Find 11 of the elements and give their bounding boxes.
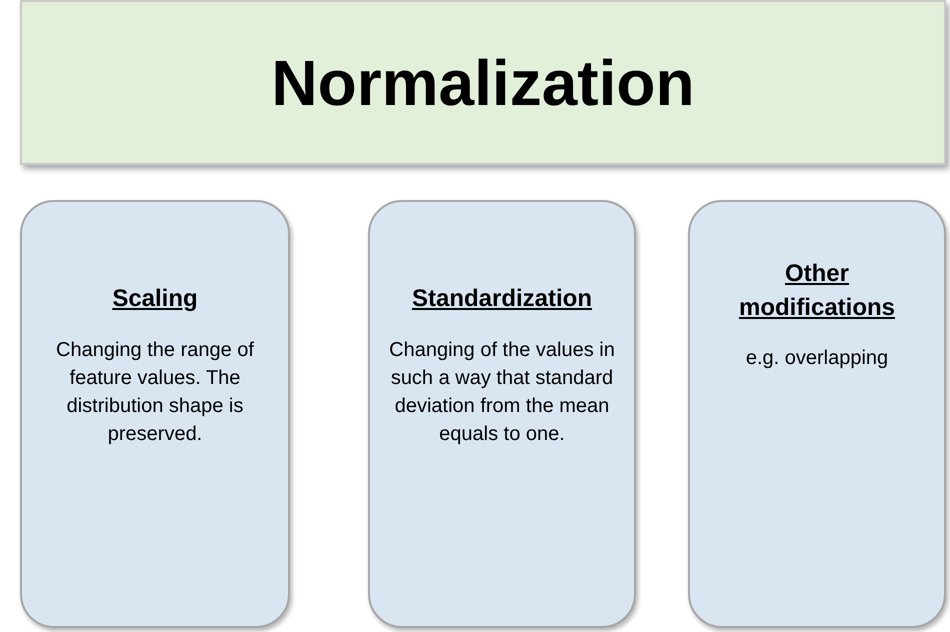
card-description: Changing of the values in such a way that standard deviation from the mean equals to one. xyxy=(388,338,616,447)
rounded-card xyxy=(20,200,290,628)
rounded-card xyxy=(688,200,946,628)
card-description: Changing the range of feature values. The distribution shape is preserved. xyxy=(55,338,255,447)
card-heading: Standardization xyxy=(410,284,593,314)
title-banner xyxy=(20,0,946,165)
card-heading: Scaling xyxy=(111,284,199,314)
card-heading: Other modifications xyxy=(738,259,896,323)
banner-title: Normalization xyxy=(271,46,695,120)
rounded-card xyxy=(368,200,636,628)
card-description: e.g. overlapping xyxy=(744,346,890,372)
